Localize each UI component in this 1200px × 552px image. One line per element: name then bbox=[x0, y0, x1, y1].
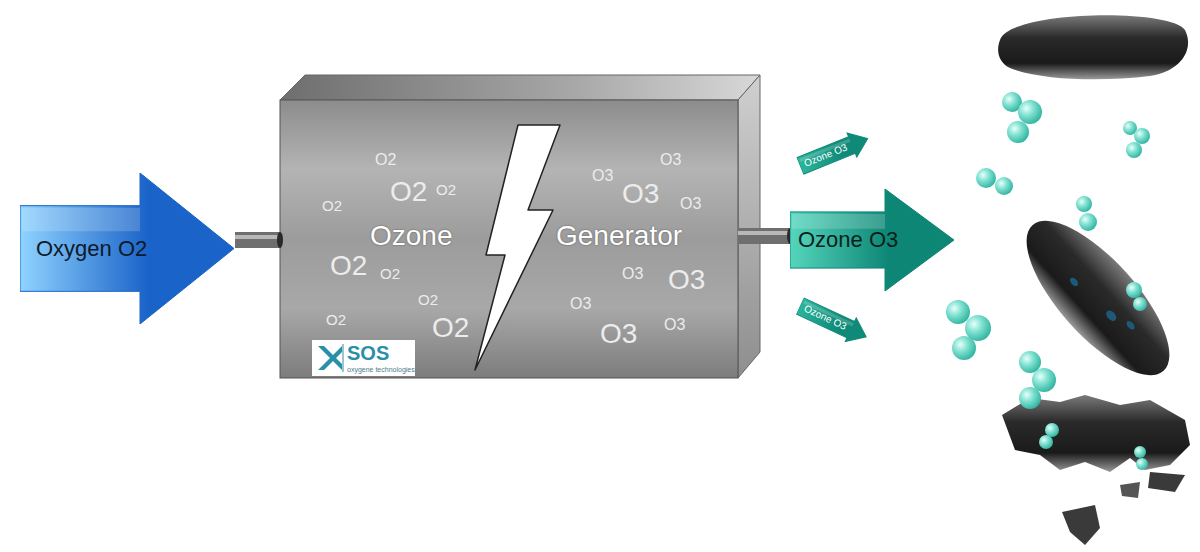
molecule-label: O3 bbox=[680, 196, 701, 212]
bacteria bbox=[998, 15, 1192, 545]
logo-mark bbox=[318, 346, 342, 370]
ozone-small-arrow: Ozone O3 bbox=[794, 293, 873, 350]
molecule-label: O2 bbox=[436, 182, 456, 197]
generator-housing bbox=[280, 75, 760, 378]
generator-title: Ozone bbox=[370, 222, 453, 250]
arrow-label: Oxygen O2 bbox=[36, 238, 147, 260]
ozone-bubble bbox=[1126, 282, 1142, 298]
cell-spot bbox=[1068, 276, 1079, 287]
ozone-bubble bbox=[1133, 297, 1147, 311]
ozone-bubble bbox=[1019, 351, 1041, 373]
housing-side bbox=[738, 75, 760, 378]
ozone-bubble bbox=[1019, 387, 1041, 409]
pipe-highlight bbox=[738, 231, 790, 235]
molecule-label: O3 bbox=[570, 296, 591, 312]
arrow-sheen bbox=[22, 208, 140, 232]
ozone-bubble bbox=[952, 336, 976, 360]
molecule-label: O2 bbox=[418, 292, 438, 307]
ozone-bubbles bbox=[946, 92, 1150, 470]
arrow-label: Ozone O3 bbox=[798, 229, 898, 251]
molecule-label: O3 bbox=[668, 266, 705, 294]
logo-divider bbox=[343, 344, 344, 372]
bacterium-fragment bbox=[1120, 482, 1140, 498]
ozone-small-arrow: Ozone O3 bbox=[795, 125, 874, 179]
housing-top bbox=[280, 75, 760, 100]
molecule-label: O2 bbox=[326, 312, 346, 327]
ozone-bubble bbox=[976, 168, 996, 188]
logo-name: SOS bbox=[347, 343, 389, 363]
molecule-label: O3 bbox=[622, 266, 643, 282]
arrow-body bbox=[20, 173, 234, 324]
ozone-bubble bbox=[995, 177, 1013, 195]
bacterium bbox=[1004, 200, 1192, 397]
sos-logo bbox=[312, 340, 415, 376]
molecule-label: O2 bbox=[322, 198, 342, 213]
ozone-bubble bbox=[1134, 446, 1146, 458]
pipe-connector bbox=[235, 232, 283, 248]
ozone-bubble bbox=[1018, 100, 1042, 124]
arrow-sheen bbox=[792, 214, 885, 229]
generator-title: Generator bbox=[556, 222, 682, 250]
ozone-bubble bbox=[1039, 435, 1053, 449]
bacterium bbox=[998, 15, 1188, 79]
pipe-connector bbox=[738, 228, 793, 244]
molecule-label: O2 bbox=[390, 178, 427, 206]
bacterium-fragment bbox=[1148, 472, 1185, 492]
logo-plate bbox=[312, 340, 415, 376]
ozone-bubble bbox=[1134, 128, 1150, 144]
cell-spot bbox=[1104, 309, 1118, 323]
pipe-opening bbox=[277, 232, 283, 248]
pipe-body bbox=[235, 232, 280, 248]
molecule-label: O3 bbox=[664, 317, 685, 333]
bacterium-group bbox=[1004, 200, 1192, 397]
molecule-label: O2 bbox=[330, 252, 367, 280]
molecule-label: O3 bbox=[600, 320, 637, 348]
ozone-bubble bbox=[1007, 121, 1029, 143]
pipe-highlight bbox=[235, 235, 280, 239]
bacterium-fragment bbox=[1062, 505, 1100, 545]
arrow-body bbox=[795, 127, 872, 178]
oxygen-arrow: Oxygen O2 bbox=[20, 172, 235, 325]
ozone-bubble bbox=[946, 300, 970, 324]
ozone-bubble bbox=[1136, 458, 1148, 470]
molecule-label: O3 bbox=[622, 180, 659, 208]
molecule-label: O3 bbox=[592, 168, 613, 184]
logo-tagline: oxygene technologies bbox=[347, 366, 415, 373]
arrow-body bbox=[790, 189, 954, 291]
ozone-arrow: Ozone O3 bbox=[790, 188, 955, 292]
arrow-body bbox=[795, 294, 872, 348]
molecule-label: O2 bbox=[375, 152, 396, 168]
ozone-generator: Ozone Generator bbox=[280, 100, 738, 378]
pipe-body bbox=[738, 228, 790, 244]
molecule-label: O2 bbox=[432, 314, 469, 342]
molecule-label: O3 bbox=[660, 152, 681, 168]
ozone-bubble bbox=[1032, 368, 1056, 392]
ozone-bubble bbox=[1045, 423, 1059, 437]
ozone-bubble bbox=[1079, 213, 1097, 231]
lightning-bolt bbox=[475, 125, 560, 370]
housing-front bbox=[280, 100, 738, 378]
molecule-label: O2 bbox=[380, 266, 400, 281]
cell-spot bbox=[1125, 319, 1136, 330]
ozone-bubble bbox=[1076, 196, 1092, 212]
ozone-bubble bbox=[1126, 142, 1142, 158]
